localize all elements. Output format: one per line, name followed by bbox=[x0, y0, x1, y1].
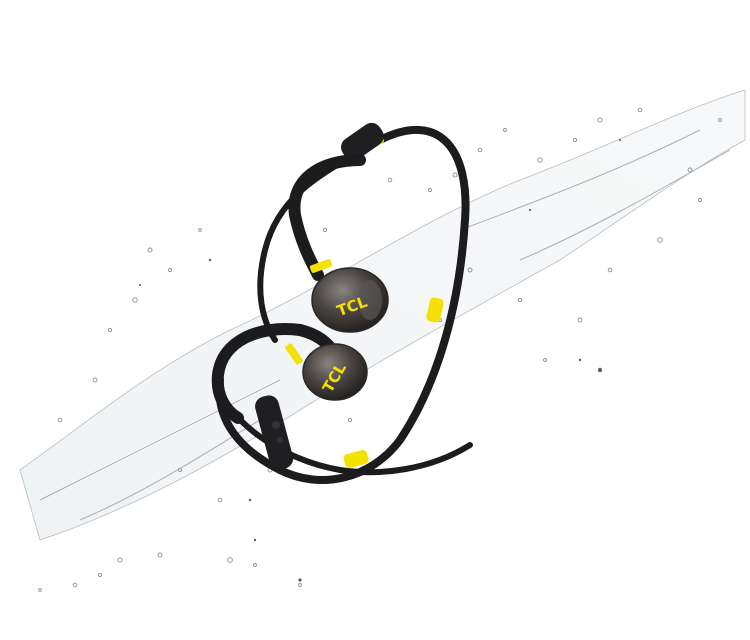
earbud-right: TCL bbox=[288, 154, 389, 333]
battery-pod bbox=[341, 122, 384, 161]
inline-remote bbox=[255, 395, 294, 470]
water-splash bbox=[19, 89, 746, 592]
earbud-left: TCL bbox=[211, 323, 368, 424]
